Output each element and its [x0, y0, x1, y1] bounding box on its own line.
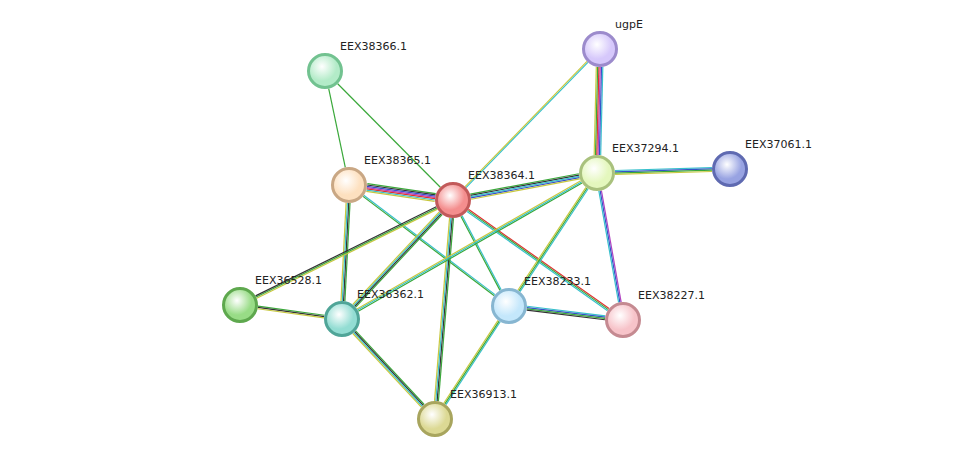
evidence-line [329, 89, 346, 168]
evidence-line [354, 333, 422, 407]
evidence-line [353, 334, 421, 408]
node-label: ugpE [615, 18, 643, 31]
evidence-line [527, 309, 605, 319]
evidence-line [363, 196, 494, 295]
evidence-line [599, 191, 619, 303]
interaction-edge [353, 331, 424, 407]
interaction-edge [366, 184, 435, 202]
node-label: EEX38366.1 [340, 40, 407, 53]
node-label: EEX36362.1 [357, 288, 424, 301]
evidence-line [355, 332, 423, 406]
interaction-edge [353, 212, 442, 307]
interaction-edge [465, 61, 588, 187]
protein-node: EEX36528.1 [222, 287, 258, 323]
node-label: EEX38364.1 [468, 169, 535, 182]
evidence-line [356, 331, 424, 405]
protein-node: EEX38227.1 [605, 302, 641, 338]
node-label: EEX36913.1 [450, 388, 517, 401]
evidence-line [615, 171, 712, 174]
interaction-edge [435, 218, 454, 401]
protein-node: EEX36362.1 [324, 301, 360, 337]
evidence-line [366, 190, 434, 200]
evidence-line [356, 214, 442, 307]
evidence-line [465, 61, 587, 186]
evidence-line [518, 187, 586, 290]
protein-node: EEX38365.1 [331, 167, 367, 203]
node-label: EEX38365.1 [364, 154, 431, 167]
evidence-line [258, 309, 324, 318]
node-label: EEX37061.1 [745, 138, 812, 151]
evidence-line [438, 218, 453, 401]
evidence-line [594, 67, 596, 155]
interaction-edge [599, 190, 621, 302]
protein-node: EEX38366.1 [307, 53, 343, 89]
evidence-line [437, 218, 452, 401]
evidence-line [436, 218, 451, 401]
protein-node: EEX38364.1 [435, 182, 471, 218]
evidence-line [435, 218, 450, 401]
interaction-edge [615, 168, 712, 175]
evidence-line [354, 213, 440, 306]
evidence-line [601, 190, 621, 302]
evidence-line [527, 310, 605, 320]
interaction-edge [329, 89, 346, 168]
protein-node: EEX36913.1 [417, 401, 453, 437]
evidence-line [367, 189, 435, 199]
interaction-edge [594, 67, 603, 155]
evidence-line [366, 191, 434, 201]
node-label: EEX36528.1 [255, 274, 322, 287]
protein-node: EEX37061.1 [712, 151, 748, 187]
interaction-edge [258, 306, 325, 318]
node-label: EEX37294.1 [612, 142, 679, 155]
interaction-edge [527, 306, 606, 319]
protein-node: EEX38233.1 [491, 288, 527, 324]
evidence-line [600, 191, 620, 303]
evidence-line [353, 212, 439, 305]
interaction-edge [256, 207, 438, 298]
evidence-line [462, 216, 501, 290]
evidence-line [258, 307, 324, 316]
protein-node: EEX37294.1 [579, 155, 615, 191]
node-label: EEX38227.1 [638, 289, 705, 302]
evidence-line [355, 214, 441, 307]
evidence-line [466, 62, 588, 187]
protein-node: ugpE [582, 31, 618, 67]
node-label: EEX38233.1 [524, 275, 591, 288]
interaction-edge [461, 216, 501, 291]
evidence-line [527, 308, 605, 318]
